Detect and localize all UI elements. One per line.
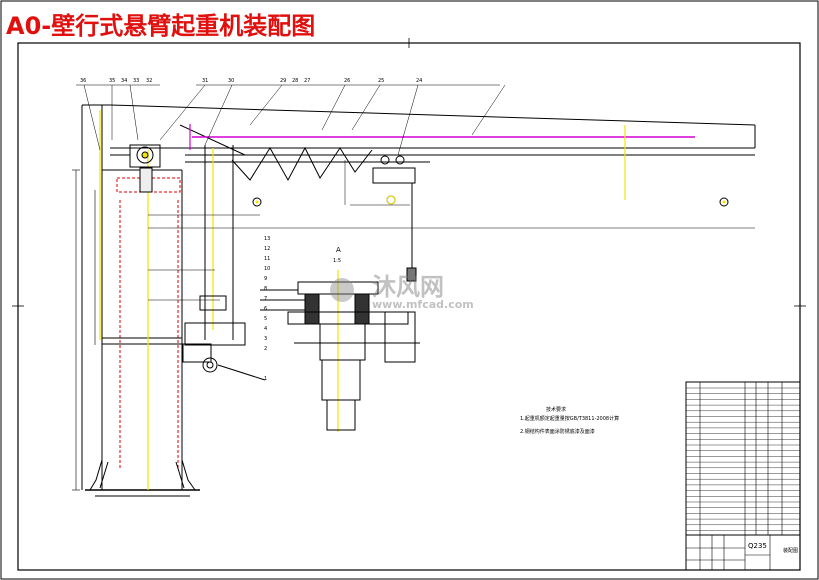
material-label: Q235 xyxy=(748,542,767,550)
watermark: 沐风网 www.mfcad.com xyxy=(330,273,474,311)
title-block-name: 装配图 xyxy=(783,547,798,554)
svg-text:11: 11 xyxy=(264,256,270,262)
svg-text:10: 10 xyxy=(264,266,270,272)
svg-text:35: 35 xyxy=(109,78,115,84)
title-block xyxy=(686,535,771,570)
boom-arm xyxy=(109,104,756,340)
svg-text:8: 8 xyxy=(264,286,267,292)
svg-text:2: 2 xyxy=(264,346,267,352)
boom-dimensions xyxy=(148,160,755,301)
svg-text:27: 27 xyxy=(304,78,310,84)
svg-text:4: 4 xyxy=(264,326,267,332)
technical-notes: 技术要求 1.起重机额定起重量按GB/T3811-2008计算 2.钢结构件表面… xyxy=(520,406,619,435)
bottom-carriage xyxy=(182,295,266,381)
hoist-trolley xyxy=(372,155,417,282)
svg-text:6: 6 xyxy=(264,306,267,312)
svg-text:7: 7 xyxy=(264,296,267,302)
section-scale: 1:5 xyxy=(333,258,341,264)
svg-text:技术要求: 技术要求 xyxy=(546,406,566,413)
svg-text:1.起重机额定起重量按GB/T3811-2008计算: 1.起重机额定起重量按GB/T3811-2008计算 xyxy=(520,415,619,422)
svg-text:31: 31 xyxy=(202,78,208,84)
svg-text:5: 5 xyxy=(264,316,267,322)
parts-list-table xyxy=(685,381,801,571)
wall-column xyxy=(81,104,200,497)
pivot-assembly xyxy=(110,144,161,193)
svg-text:33: 33 xyxy=(133,78,139,84)
svg-text:30: 30 xyxy=(228,78,234,84)
svg-text:24: 24 xyxy=(416,78,422,84)
top-callout-labels: 36 35 34 33 32 31 30 29 28 27 26 25 24 xyxy=(80,78,422,84)
centerlines xyxy=(99,110,626,490)
top-leaders xyxy=(76,84,506,156)
svg-text:3: 3 xyxy=(264,336,267,342)
detail-callout-labels: 13 12 11 10 9 8 7 6 5 4 3 2 1 xyxy=(264,236,270,382)
svg-text:沐风网: 沐风网 xyxy=(372,273,444,301)
svg-text:2.钢结构件表面涂防锈底漆及面漆: 2.钢结构件表面涂防锈底漆及面漆 xyxy=(520,428,595,435)
svg-text:1: 1 xyxy=(264,376,267,382)
svg-text:www.mfcad.com: www.mfcad.com xyxy=(372,298,474,311)
section-mark: A xyxy=(336,246,341,254)
svg-text:29: 29 xyxy=(280,78,286,84)
svg-text:36: 36 xyxy=(80,78,86,84)
svg-text:32: 32 xyxy=(146,78,152,84)
svg-text:34: 34 xyxy=(121,78,127,84)
svg-text:26: 26 xyxy=(344,78,350,84)
svg-text:12: 12 xyxy=(264,246,270,252)
svg-text:9: 9 xyxy=(264,276,267,282)
svg-text:25: 25 xyxy=(378,78,384,84)
column-dimension xyxy=(72,169,96,491)
svg-text:28: 28 xyxy=(292,78,298,84)
svg-text:13: 13 xyxy=(264,236,270,242)
section-detail xyxy=(260,281,420,431)
drawing-title: A0-壁行式悬臂起重机装配图 xyxy=(6,12,315,40)
